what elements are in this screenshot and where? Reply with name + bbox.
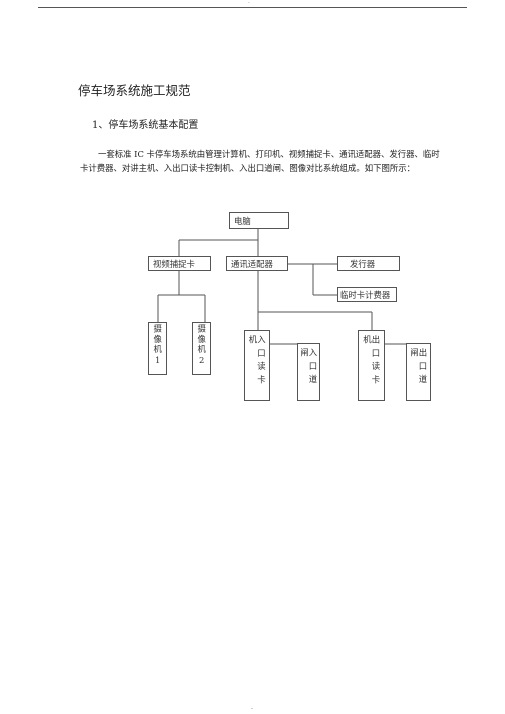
node-exit-gate: 出口道闸 — [406, 343, 431, 401]
node-camera-1-label: 摄像机1 — [152, 324, 163, 368]
section-heading: 1、停车场系统基本配置 — [92, 120, 199, 131]
header-rule — [38, 7, 467, 8]
footer-mark: . — [251, 704, 253, 711]
document-title: 停车场系统施工规范 — [78, 83, 191, 98]
node-exit-gate-label: 出口道闸 — [409, 348, 428, 389]
node-entry-gate-label: 入口道闸 — [299, 348, 318, 389]
node-entry-reader-label: 入口读卡机 — [248, 335, 267, 389]
node-entry-gate: 入口道闸 — [297, 343, 320, 401]
intro-paragraph: 一套标准 IC 卡停车场系统由管理计算机、打印机、视频捕捉卡、通讯适配器、发行器… — [80, 147, 440, 175]
intro-paragraph-text: 一套标准 IC 卡停车场系统由管理计算机、打印机、视频捕捉卡、通讯适配器、发行器… — [80, 149, 440, 173]
node-exit-reader-label: 出口读卡机 — [362, 335, 381, 389]
node-computer: 电脑 — [229, 212, 289, 229]
node-camera-2-label: 摄像机2 — [196, 324, 207, 368]
header-mark: - — [248, 0, 250, 6]
node-camera-1: 摄像机1 — [148, 322, 167, 375]
node-temp-card-meter: 临时卡计费器 — [337, 287, 397, 302]
node-comm-adapter: 通讯适配器 — [226, 256, 288, 271]
node-issuer: 发行器 — [337, 256, 400, 271]
node-video-capture-card: 视频捕捉卡 — [148, 256, 211, 271]
node-entry-reader: 入口读卡机 — [244, 330, 270, 401]
node-camera-2: 摄像机2 — [192, 322, 211, 375]
node-exit-reader: 出口读卡机 — [358, 330, 385, 401]
